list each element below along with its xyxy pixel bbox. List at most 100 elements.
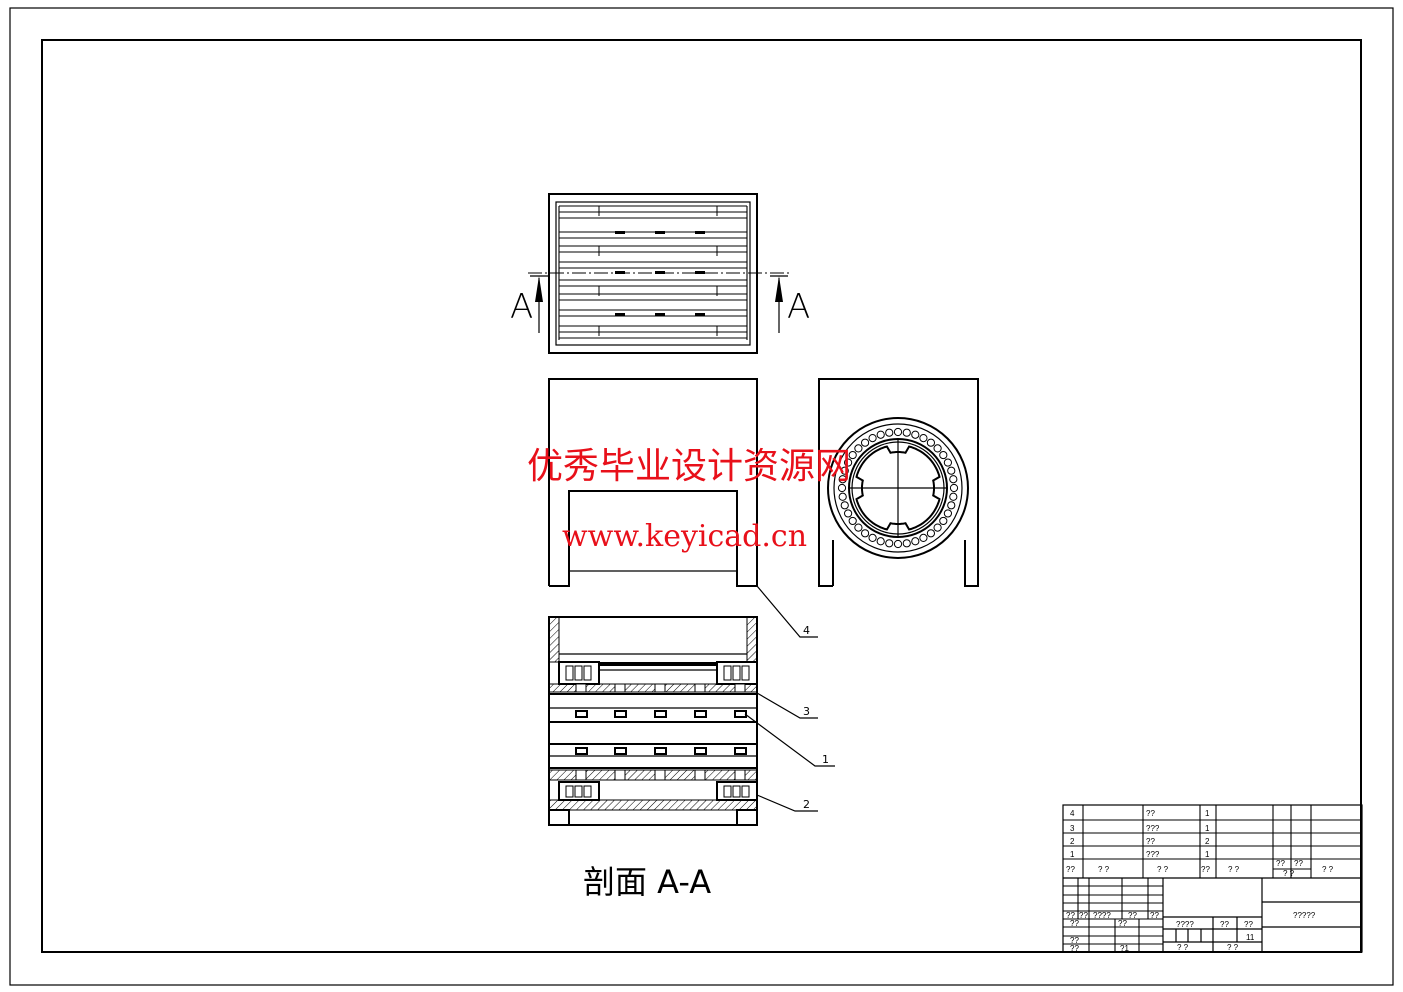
roller — [723, 665, 732, 681]
svg-text:2: 2 — [803, 798, 810, 811]
top-view: A A — [510, 193, 810, 354]
bearing-ball — [838, 492, 847, 501]
key-slot — [614, 769, 626, 781]
roller — [565, 665, 574, 681]
bearing-ball — [837, 483, 847, 493]
bearing-ball — [947, 466, 956, 475]
bearing-ball — [848, 516, 857, 526]
svg-text:????: ???? — [1176, 920, 1194, 929]
revision-label: ???? — [1093, 911, 1111, 920]
bearing-ball — [949, 475, 958, 484]
inner-frame — [41, 39, 1362, 953]
section-label-right: A — [787, 287, 810, 327]
bearing-ball — [949, 492, 958, 501]
callout-2: 2 — [756, 794, 818, 812]
key-slot — [734, 769, 746, 781]
watermark-site-name: 优秀毕业设计资源网 — [527, 446, 851, 487]
header-label: ? ? — [1098, 865, 1110, 874]
svg-text:? ?: ? ? — [1177, 943, 1189, 952]
title-block: 4??13???12??21???1??? ?? ???? ?????? ?? … — [1062, 804, 1363, 953]
roller — [574, 665, 583, 681]
sign-label: ?? — [1118, 919, 1127, 928]
outer-border — [9, 7, 1394, 986]
part-number: 1 — [1070, 850, 1075, 859]
part-quantity: 1 — [1205, 824, 1210, 833]
roller — [583, 785, 592, 798]
bearing-ball — [848, 450, 857, 460]
bearing-ball — [885, 428, 894, 437]
bearing-ball — [868, 533, 877, 542]
drawing-name: ????? — [1293, 911, 1316, 920]
key — [734, 747, 747, 755]
bearing-ball — [885, 539, 894, 548]
bearing-ball — [939, 516, 948, 526]
bearing-ball — [919, 434, 928, 443]
part-name: ?? — [1146, 809, 1155, 818]
section-caption: 剖面 A-A — [583, 863, 711, 901]
key-slot — [695, 231, 705, 234]
key — [734, 710, 747, 718]
roller — [741, 785, 750, 798]
bearing-ball — [933, 523, 942, 532]
key-slot — [575, 683, 587, 693]
roller — [741, 665, 750, 681]
header-label: ?? — [1294, 859, 1303, 868]
svg-text:??: ?? — [1244, 920, 1253, 929]
key-slot — [615, 313, 625, 316]
sign-label: ?? — [1070, 919, 1079, 928]
roller — [574, 785, 583, 798]
bearing-ball — [876, 537, 885, 546]
key-slot — [614, 683, 626, 693]
bearing-ball — [860, 529, 870, 538]
key-slot — [695, 313, 705, 316]
key — [694, 747, 707, 755]
part-quantity: 1 — [1205, 850, 1210, 859]
callout-1: 1 — [744, 713, 835, 767]
front-view — [548, 378, 758, 587]
key-slot — [734, 683, 746, 693]
part-name: ?? — [1146, 837, 1155, 846]
bearing-ball — [939, 450, 948, 460]
svg-text:1: 1 — [822, 753, 829, 766]
bearing-ball — [893, 427, 903, 437]
bearing-ball — [838, 475, 847, 484]
key — [614, 747, 627, 755]
bearing-ball — [933, 444, 942, 453]
revision-label: ?? — [1066, 911, 1075, 920]
part-number: 3 — [1070, 824, 1075, 833]
bearing-ball — [947, 501, 956, 510]
key — [654, 747, 667, 755]
part-quantity: 2 — [1205, 837, 1210, 846]
part-name: ??? — [1146, 850, 1160, 859]
sign-label: ?? — [1070, 936, 1079, 945]
bearing-ball — [860, 438, 870, 447]
bearing-ball — [911, 430, 920, 439]
key — [694, 710, 707, 718]
bearing-ball — [926, 529, 936, 538]
bearing-ball — [943, 458, 952, 467]
bearing-ball — [844, 509, 853, 518]
sign-label: ?? — [1070, 944, 1079, 953]
key-slot — [694, 769, 706, 781]
key-slot — [694, 683, 706, 693]
roller — [732, 785, 741, 798]
bearing-ball — [840, 466, 849, 475]
key — [654, 710, 667, 718]
roller — [583, 665, 592, 681]
sign-label: ?1 — [1120, 944, 1129, 953]
key — [575, 747, 588, 755]
roller — [723, 785, 732, 798]
header-label: ? ? — [1322, 865, 1334, 874]
callout-3: 3 — [756, 692, 818, 719]
section-label-left: A — [510, 287, 533, 327]
bearing-ball — [902, 428, 911, 437]
header-label: ?? — [1066, 865, 1075, 874]
key-slot — [575, 769, 587, 781]
header-label: ?? — [1276, 859, 1285, 868]
svg-text:11: 11 — [1246, 933, 1255, 942]
key-slot — [655, 231, 665, 234]
key-slot — [615, 231, 625, 234]
bearing-ball — [876, 430, 885, 439]
bearing-ball — [868, 434, 877, 443]
